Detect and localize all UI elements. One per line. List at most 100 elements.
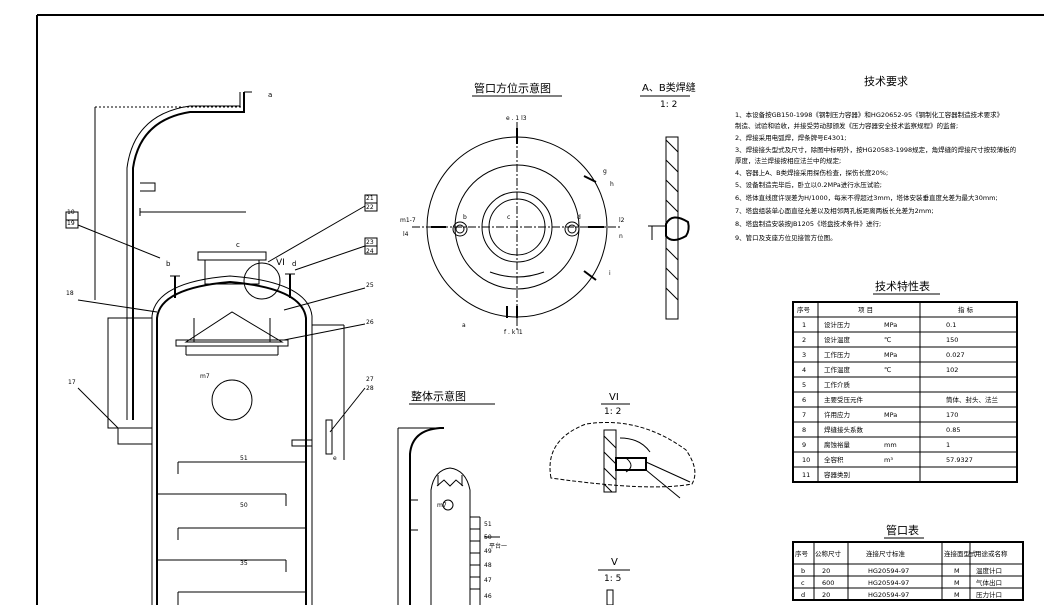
spec-row-no: 5: [802, 381, 806, 389]
left-support-base: [117, 427, 153, 445]
spec-row-value: 0.1: [946, 321, 956, 329]
demister-cone: [184, 311, 284, 343]
spec-row-no: 8: [802, 426, 806, 434]
label-22: 22: [366, 204, 374, 211]
svg-text:h: h: [610, 181, 614, 188]
spec-title: 技术特性表: [875, 279, 930, 293]
main-vessel-view: [65, 91, 378, 605]
label-m7: m7: [200, 373, 210, 380]
nozzle-header-2: 连接尺寸标准: [866, 549, 906, 558]
spec-row-item: 焊缝接头系数: [824, 425, 864, 434]
svg-text:a: a: [462, 322, 466, 329]
label-tray-51: 51: [240, 455, 248, 462]
nozzle-cell: d: [801, 591, 805, 599]
nozzle-cell: 温度计口: [976, 566, 1002, 575]
overall-view: 整体示意图: [397, 389, 500, 605]
nozzle-cell: 压力计口: [976, 590, 1002, 599]
nozzle-cell: HG20594-97: [868, 567, 909, 575]
spec-row-no: 11: [802, 471, 810, 479]
spec-row-item: 工作压力: [824, 350, 850, 359]
label-28: 28: [366, 385, 374, 392]
pipe-clamp: [140, 182, 156, 192]
weld-plate: [665, 136, 679, 320]
tech-line-2: 制造、试验和验收，并接受劳动部颁发《压力容器安全技术监察规程》的监督;: [735, 121, 958, 130]
nozzle-cell: M: [954, 579, 960, 587]
rotation-arrow: [489, 271, 545, 278]
spec-row-item: 主要受压元件: [824, 395, 864, 404]
spec-row-no: 10: [802, 456, 810, 464]
tech-line-8: 6、塔体直线度许误差为H/1000，每米不得超过3mm，塔体安装垂直度允差为最大…: [735, 193, 998, 202]
spec-row-unit: ℃: [884, 336, 891, 344]
tech-line-6: 4、容器上A、B类焊接采用探伤检查，探伤长度20%;: [735, 168, 888, 177]
orientation-title: 管口方位示意图: [474, 81, 551, 95]
tech-line-1: 1、本设备按GB150-1998《钢制压力容器》和HG20652-95《钢制化工…: [735, 110, 1003, 119]
overall-title: 整体示意图: [411, 389, 466, 403]
spec-row-no: 2: [802, 336, 806, 344]
spec-row-no: 3: [802, 351, 806, 359]
tech-line-11: 9、管口及支座方位见接管方位图。: [735, 233, 837, 242]
spec-row-value: 150: [946, 336, 958, 344]
spec-row-value: 57.9327: [946, 456, 973, 464]
svg-text:46: 46: [484, 593, 492, 600]
spec-row-unit: mm: [884, 441, 897, 449]
label-23: 23: [366, 239, 374, 246]
svg-text:48: 48: [484, 562, 492, 569]
spec-row-item: 设计压力: [824, 320, 850, 329]
spec-row-value: 1: [946, 441, 950, 449]
spec-row-item: 全容积: [824, 455, 844, 464]
label-18: 18: [66, 290, 74, 297]
weld-detail: A、B类焊缝 1: 2: [640, 81, 696, 320]
spec-row-value: 170: [946, 411, 958, 419]
detail-vi-scale: 1: 2: [604, 407, 621, 417]
tech-line-5: 厚度，法兰焊接按相应法兰中的规定;: [735, 156, 841, 165]
label-25: 25: [366, 282, 374, 289]
main-vessel-labels: a b c d VI 10 19 18 21 22 23 24 25 26 17…: [66, 91, 374, 567]
detail-vi-marker: [243, 262, 281, 300]
nozzle-cell: 600: [822, 579, 834, 587]
label-e: e: [333, 455, 337, 462]
spec-row-unit: MPa: [884, 411, 897, 419]
shell-wall: [156, 280, 307, 605]
svg-text:e . 1 l3: e . 1 l3: [506, 115, 527, 122]
detail-vi-title: VI: [609, 392, 619, 403]
spec-row-value: 筒体、封头、法兰: [946, 395, 999, 404]
spec-row-no: 4: [802, 366, 806, 374]
svg-text:49: 49: [484, 548, 492, 555]
svg-text:l2: l2: [619, 217, 625, 224]
svg-text:m7: m7: [437, 502, 447, 509]
detail-vi-view: VI 1: 2: [549, 392, 696, 499]
label-a: a: [268, 91, 272, 99]
label-19: 19: [67, 220, 75, 227]
detail-v-scale: 1: 5: [604, 574, 621, 584]
label-10: 10: [67, 209, 75, 216]
spec-row-no: 6: [802, 396, 806, 404]
spec-row-unit: MPa: [884, 351, 897, 359]
weld-scale: 1: 2: [660, 100, 677, 110]
spec-row-unit: ℃: [884, 366, 891, 374]
detail-v-title: V: [611, 557, 618, 568]
detail-v-view: V 1: 5: [598, 557, 630, 605]
manhole-m7: [211, 379, 253, 421]
svg-text:c: c: [507, 214, 510, 221]
tech-line-3: 2、焊接采用电弧焊，焊条牌号E4301;: [735, 133, 846, 142]
orientation-view: 管口方位示意图: [412, 81, 622, 332]
vent-pipe: [132, 92, 245, 300]
spec-row-unit: MPa: [884, 321, 897, 329]
nozzle-cell: b: [801, 567, 805, 575]
label-tray-35: 35: [240, 560, 248, 567]
tech-title: 技术要求: [864, 75, 908, 88]
weld-title: A、B类焊缝: [642, 81, 696, 94]
top-flange: [197, 251, 267, 261]
svg-text:i: i: [609, 270, 611, 277]
tech-line-9: 7、塔盘组装单心面直径允差以及相邻两孔板距离两板长允差为2mm;: [735, 206, 934, 215]
svg-text:n: n: [619, 233, 623, 240]
shell-outer: [151, 275, 313, 605]
label-21: 21: [366, 195, 374, 202]
svg-text:f . k l1: f . k l1: [504, 329, 523, 336]
nozzle-e: [291, 439, 312, 447]
svg-text:m1-7: m1-7: [400, 217, 416, 224]
label-24: 24: [366, 248, 374, 255]
svg-text:b: b: [463, 214, 467, 221]
